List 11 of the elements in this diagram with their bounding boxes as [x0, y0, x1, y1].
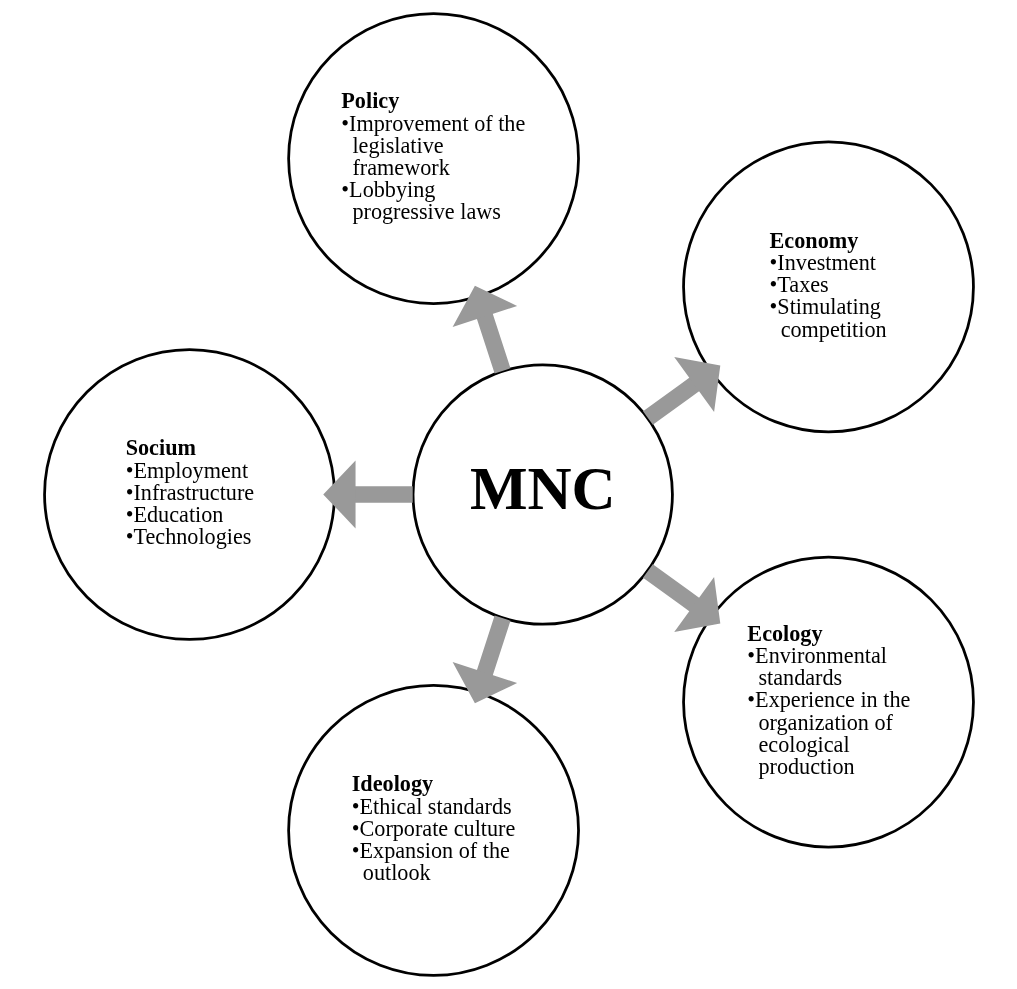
arrow — [452, 285, 517, 374]
arrow — [452, 615, 517, 704]
node-circle: Ideology •Ethical standards •Corporate culture •Expansion of the outlook — [286, 684, 580, 977]
arrow — [642, 357, 720, 425]
node-circle: Ecology •Environmental standards •Experience in the organization of ecological production — [681, 555, 975, 849]
node-circle: Economy •Investment •Taxes •Stimulating competition — [681, 140, 975, 434]
node-circle: Policy •Improvement of the legislative framework •Lobbying progressive laws — [286, 12, 580, 305]
node-circle: Socium •Employment •Infrastructure •Education •Technologies — [42, 348, 336, 641]
arrow — [642, 564, 720, 632]
arrow — [322, 460, 413, 529]
node-circle: MNC — [411, 363, 674, 626]
